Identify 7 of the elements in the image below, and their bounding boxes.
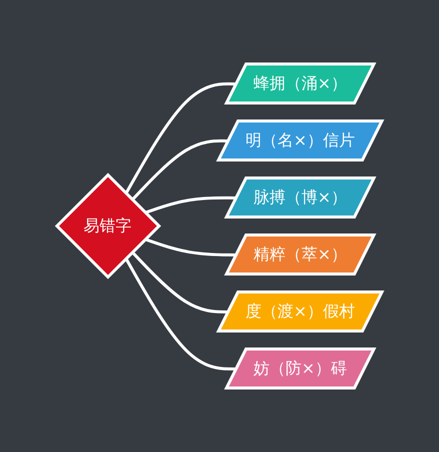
connector bbox=[124, 258, 237, 370]
connector bbox=[144, 238, 237, 256]
connector bbox=[144, 196, 237, 214]
connector bbox=[124, 82, 237, 194]
connector bbox=[131, 251, 229, 314]
connector bbox=[131, 139, 229, 201]
node-diamond: 易错字 bbox=[54, 172, 162, 280]
